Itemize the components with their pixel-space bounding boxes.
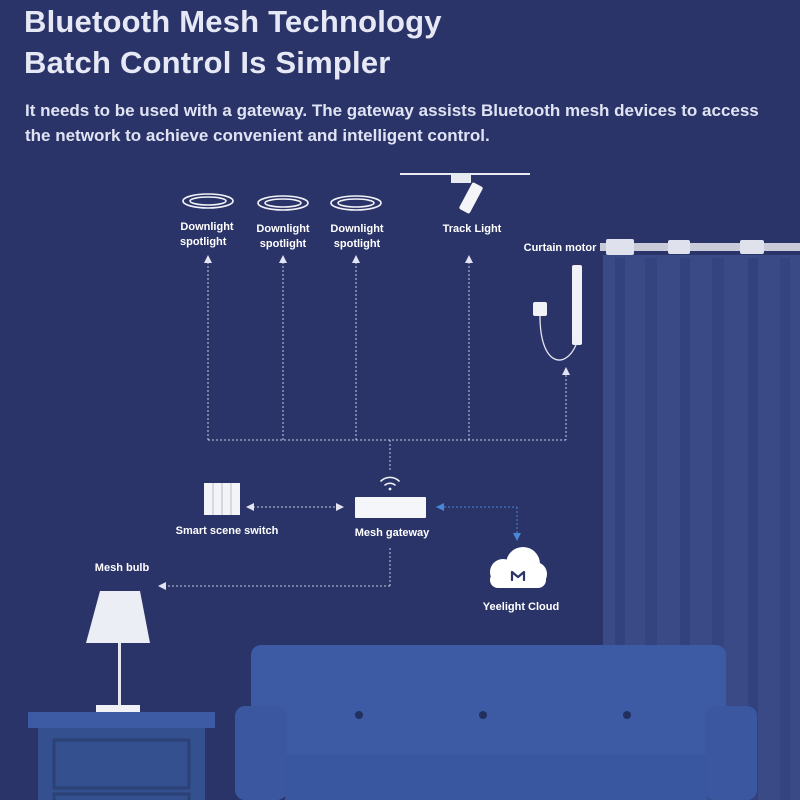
downlight-icon [257,195,309,211]
label-line: Downlight [180,221,234,233]
cloud-icon [490,547,547,588]
page-title-line-1: Bluetooth Mesh Technology [24,4,442,39]
label-line: spotlight [180,236,227,248]
nightstand [28,712,215,800]
page-description: It needs to be used with a gateway. The … [25,101,759,145]
sofa [235,645,757,800]
gateway-icon [355,497,426,518]
mesh-gateway-label: Mesh gateway [354,527,430,539]
curtain-motor-label: Curtain motor [523,242,597,254]
downlight-label-2: Downlight spotlight [247,222,319,252]
page-title-line-2: Batch Control Is Simpler [24,45,391,80]
label-line: spotlight [259,238,307,250]
cloud-link-line [436,506,518,535]
downlight-label-1: Downlight spotlight [171,220,243,250]
label-line: spotlight [333,238,381,250]
downlight-icon [182,193,234,209]
lamp-icon [86,591,150,712]
cloud-link-arrowheads [436,503,521,541]
label-line: Downlight [256,223,310,235]
mesh-bulb-label: Mesh bulb [94,562,150,574]
downlight-label-3: Downlight spotlight [321,222,393,252]
smart-scene-switch-label: Smart scene switch [175,525,279,537]
curtain-rail [600,239,800,255]
track-light-label: Track Light [442,223,502,235]
downlight-icon [330,195,382,211]
wifi-icon [380,476,400,491]
track-light-icon [400,173,530,214]
label-line: Downlight [330,223,384,235]
switch-icon [204,483,240,515]
connection-lines [165,262,567,587]
yeelight-cloud-label: Yeelight Cloud [482,601,560,613]
curtain-motor-icon [533,265,582,361]
arrowheads [158,255,570,590]
